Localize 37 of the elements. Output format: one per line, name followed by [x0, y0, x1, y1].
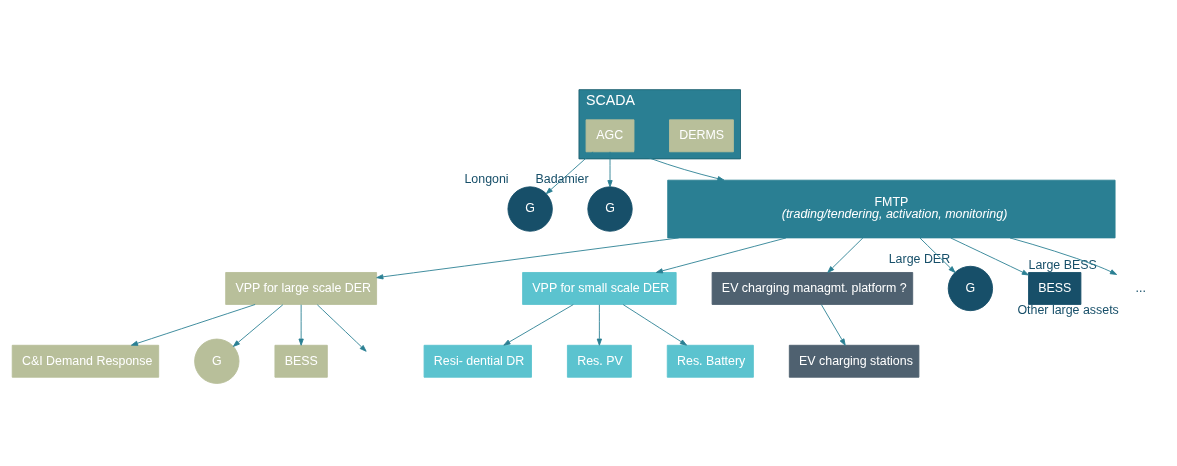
node-box: DERMS [669, 119, 734, 153]
node-box: Res. PV [566, 344, 632, 378]
arrow [596, 304, 602, 346]
arrow [655, 237, 787, 274]
node-box: C&I Demand Response [11, 344, 160, 378]
arrow [545, 151, 594, 195]
arrow [503, 304, 574, 346]
node-box: EV charging stations [788, 344, 920, 378]
arrow [633, 150, 725, 182]
node-label: Badamier [535, 172, 589, 187]
node-box: AGC [585, 119, 635, 153]
arrow [316, 304, 367, 352]
arrow [1009, 237, 1118, 275]
node-box: VPP for large scale DER [225, 272, 378, 305]
arrow [950, 237, 1029, 276]
arrow [827, 237, 864, 273]
node-box: Res. Battery [666, 344, 754, 378]
arrow [607, 151, 613, 188]
node-label: Large BESS [1028, 258, 1097, 273]
arrow [232, 304, 284, 347]
arrow [298, 304, 304, 346]
arrow [821, 304, 846, 346]
node-box: FMTP (trading/tendering, activation, monitoring) [667, 179, 1116, 239]
arrow [622, 304, 687, 346]
node-box: BESS [1028, 272, 1082, 305]
arrow [376, 237, 680, 280]
node-box: BESS [274, 344, 328, 378]
arrow [130, 304, 256, 346]
node-box: Resi- dential DR [423, 344, 532, 378]
arrow [919, 237, 956, 273]
node-circle: G [587, 186, 633, 232]
node-label: Other large assets [1017, 303, 1119, 318]
node-label: Large DER [888, 251, 951, 266]
node-label: Longoni [464, 172, 509, 187]
node-text: ... [1135, 280, 1146, 295]
node-box: VPP for small scale DER [522, 272, 677, 305]
node-box: EV charging managmt. platform ? [711, 272, 914, 305]
